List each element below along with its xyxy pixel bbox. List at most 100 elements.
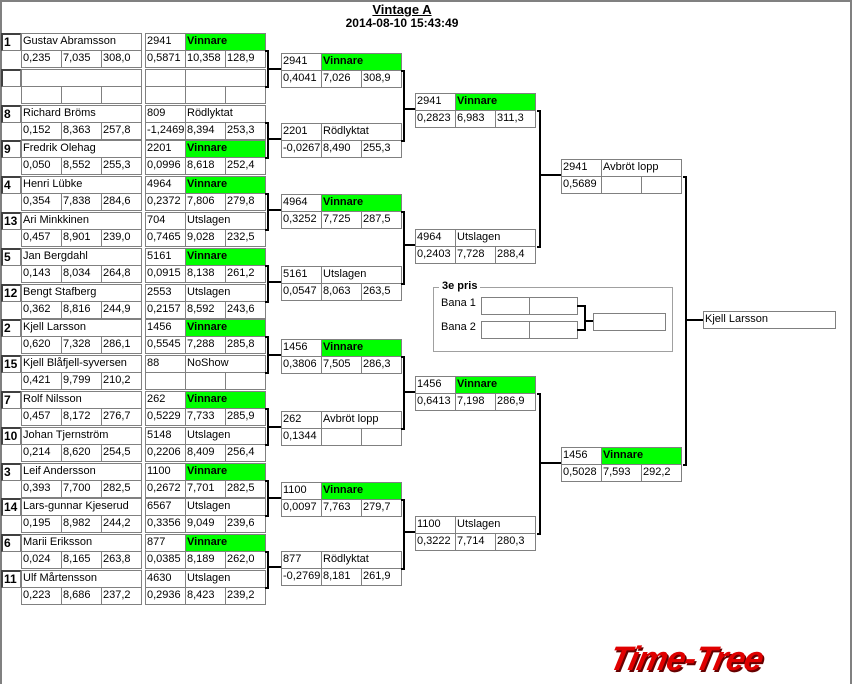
competitor-name[interactable]: Kjell Larsson [21,319,142,337]
competitor-name[interactable]: Lars-gunnar Kjeserud [21,498,142,516]
competitor-stat: 0,195 [21,515,62,533]
round2-result-stat: 286,3 [361,356,402,374]
round1-result-number[interactable]: 4964 [145,176,186,194]
round1-result-status: Vinnare [185,33,266,51]
competitor-stat: 0,152 [21,122,62,140]
seed-number: 11 [1,570,21,588]
round1-result-stat: 8,618 [185,157,226,175]
round4-result-number[interactable]: 2941 [561,159,602,177]
competitor-stat: 257,8 [101,122,142,140]
competitor-stat: 0,024 [21,551,62,569]
round2-result-number[interactable]: 1100 [281,482,322,500]
round1-result-stat: 8,592 [185,301,226,319]
competitor-stat: 8,552 [61,157,102,175]
lane-2-input-a[interactable] [481,321,530,339]
round2-result-stat: 0,0097 [281,499,322,517]
round2-result-number[interactable]: 262 [281,411,322,429]
lane-2-input-b[interactable] [529,321,578,339]
lane-1-input-b[interactable] [529,297,578,315]
round2-result-number[interactable]: 2201 [281,123,322,141]
round1-result-stat: 8,423 [185,587,226,605]
round4-result-number[interactable]: 1456 [561,447,602,465]
round1-result-status: Vinnare [185,534,266,552]
round1-result-number[interactable]: 6567 [145,498,186,516]
competitor-stat: 8,816 [61,301,102,319]
round2-result-stat: 8,490 [321,140,362,158]
round2-result-number[interactable]: 5161 [281,266,322,284]
connector [403,356,405,430]
round1-result-number[interactable]: 704 [145,212,186,230]
competitor-stat: 254,5 [101,444,142,462]
round3-result-number[interactable]: 1456 [415,376,456,394]
seed-number: 4 [1,176,21,194]
connector [267,193,269,231]
competitor-name[interactable]: Henri Lübke [21,176,142,194]
round1-result-stat: 7,701 [185,480,226,498]
competitor-name[interactable]: Marii Eriksson [21,534,142,552]
round1-result-number[interactable]: 1456 [145,319,186,337]
connector [267,138,281,140]
connector [267,566,281,568]
round1-result-number[interactable]: 877 [145,534,186,552]
round1-result-number[interactable]: 5161 [145,248,186,266]
round1-result-number[interactable]: 2941 [145,33,186,51]
round1-result-number[interactable]: 262 [145,391,186,409]
round1-result-number[interactable]: 2201 [145,140,186,158]
round1-result-stat: 8,394 [185,122,226,140]
round3-result-number[interactable]: 2941 [415,93,456,111]
round4-result-stat: 0,5028 [561,464,602,482]
competitor-name[interactable]: Ari Minkkinen [21,212,142,230]
competitor-stat: 0,620 [21,336,62,354]
round2-result-number[interactable]: 2941 [281,53,322,71]
competitor-name[interactable]: Jan Bergdahl [21,248,142,266]
round1-result-number[interactable]: 88 [145,355,186,373]
round1-result-stat: 8,189 [185,551,226,569]
competitor-name[interactable]: Bengt Stafberg [21,284,142,302]
competitor-name[interactable]: Rolf Nilsson [21,391,142,409]
round1-result-number[interactable]: 5148 [145,427,186,445]
competitor-stat [61,86,102,104]
competitor-stat: 7,328 [61,336,102,354]
round1-result-number[interactable]: 2553 [145,284,186,302]
competitor-stat: 8,686 [61,587,102,605]
round3-result-status: Utslagen [455,516,536,534]
competitor-name[interactable]: Johan Tjernström [21,427,142,445]
round1-result-stat: 8,138 [185,265,226,283]
connector [403,70,405,142]
round2-result-status: Rödlyktat [321,551,402,569]
round2-result-number[interactable]: 4964 [281,194,322,212]
competitor-name[interactable]: Richard Bröms [21,105,142,123]
round2-result-number[interactable]: 1456 [281,339,322,357]
competitor-name[interactable]: Fredrik Olehag [21,140,142,158]
round3-result-stat: 0,3222 [415,533,456,551]
competitor-name[interactable]: Kjell Blåfjell-syversen [21,355,142,373]
competitor-name[interactable]: Leif Andersson [21,463,142,481]
round1-result-number[interactable] [145,69,186,87]
competitor-name[interactable] [21,69,142,87]
third-place-title: 3e pris [439,280,481,292]
round2-result-stat: 0,1344 [281,428,322,446]
round1-result-stat: 0,5229 [145,408,186,426]
round1-result-number[interactable]: 1100 [145,463,186,481]
round3-result-status: Vinnare [455,376,536,394]
competitor-name[interactable]: Gustav Abramsson [21,33,142,51]
competitor-stat: 0,354 [21,193,62,211]
round3-result-number[interactable]: 1100 [415,516,456,534]
third-place-result[interactable] [593,313,666,331]
round3-result-stat: 280,3 [495,533,536,551]
round1-result-stat: 285,8 [225,336,266,354]
seed-number: 8 [1,105,21,123]
round2-result-number[interactable]: 877 [281,551,322,569]
round1-result-number[interactable]: 4630 [145,570,186,588]
competitor-name[interactable]: Ulf Mårtensson [21,570,142,588]
round3-result-number[interactable]: 4964 [415,229,456,247]
round1-result-number[interactable]: 809 [145,105,186,123]
seed-number: 14 [1,498,21,516]
round2-result-status: Vinnare [321,482,402,500]
competitor-stat: 264,8 [101,265,142,283]
final-winner[interactable]: Kjell Larsson [703,311,836,329]
lane-1-input-a[interactable] [481,297,530,315]
round2-result-stat: 8,181 [321,568,362,586]
round1-result-stat: 9,028 [185,229,226,247]
